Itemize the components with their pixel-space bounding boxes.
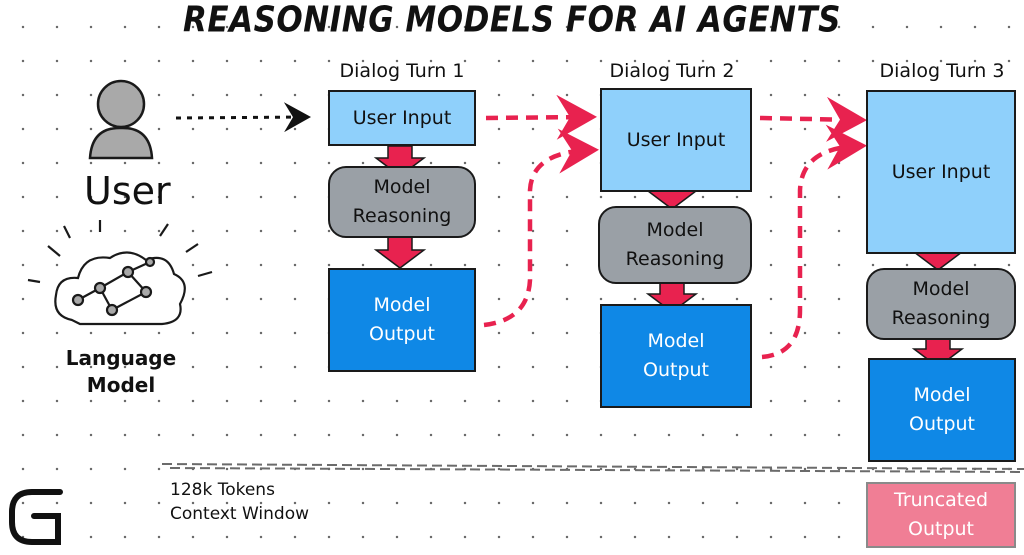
turn3-output-line1: Model: [913, 384, 971, 406]
language-model-label-line1: Language: [65, 346, 177, 370]
turn2-output-line2: Output: [643, 359, 709, 381]
turn2-output-line1: Model: [647, 330, 705, 352]
context-window-label: 128k Tokens Context Window: [170, 478, 309, 526]
turn1-output-line2: Output: [369, 323, 435, 345]
turn1-model-reasoning: Model Reasoning: [328, 166, 476, 238]
turn3-reasoning-line2: Reasoning: [891, 307, 991, 329]
truncated-line2: Output: [908, 518, 974, 540]
turn2-user-input: User Input: [600, 88, 752, 192]
turn1-user-input: User Input: [328, 90, 476, 146]
context-window-line: [161, 463, 1024, 473]
diagram-title: REASONING MODELS FOR AI AGENTS: [183, 0, 841, 41]
language-model-label-line2: Model: [86, 373, 156, 397]
turn3-label: Dialog Turn 3: [879, 60, 1005, 82]
turn3-output-line2: Output: [909, 413, 975, 435]
language-model-cloud-icon: [27, 220, 213, 326]
turn2-user-input-text: User Input: [626, 128, 726, 151]
turn1-reasoning-line2: Reasoning: [352, 205, 452, 227]
turn2-model-output: Model Output: [600, 304, 752, 408]
turn1-model-output: Model Output: [328, 268, 476, 372]
truncated-output: Truncated Output: [866, 482, 1016, 548]
turn1-user-input-text: User Input: [352, 106, 452, 129]
language-model-label: Language Model: [50, 345, 192, 399]
turn3-model-output: Model Output: [868, 358, 1016, 462]
context-tokens-text: 128k Tokens: [170, 480, 275, 500]
turn1-label: Dialog Turn 1: [339, 60, 465, 82]
user-to-turn1-arrow: [175, 102, 311, 133]
turn1-output-line1: Model: [373, 294, 431, 316]
user-label: User: [84, 169, 171, 213]
context-window-text: Context Window: [170, 504, 310, 524]
turn3-user-input-text: User Input: [891, 160, 991, 183]
turn2-label: Dialog Turn 2: [609, 60, 735, 82]
brand-logo-icon: [9, 489, 63, 545]
turn1-reasoning-line1: Model: [373, 176, 431, 198]
truncated-line1: Truncated: [894, 489, 988, 511]
turn3-user-input: User Input: [866, 90, 1016, 254]
turn3-reasoning-line1: Model: [912, 278, 970, 300]
turn3-model-reasoning: Model Reasoning: [866, 268, 1016, 340]
turn2-model-reasoning: Model Reasoning: [598, 206, 752, 284]
user-icon: [88, 79, 154, 160]
turn2-reasoning-line2: Reasoning: [625, 248, 725, 270]
turn2-reasoning-line1: Model: [646, 219, 704, 241]
dialog-arrows: [483, 94, 867, 360]
